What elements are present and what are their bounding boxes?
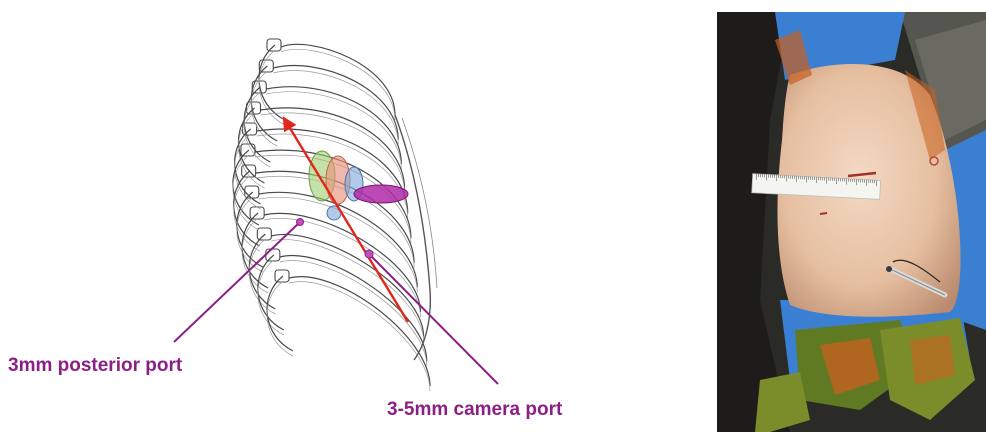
vertebra [267, 39, 281, 51]
vertebra [245, 186, 259, 198]
posterior-port-label: 3mm posterior port [8, 355, 183, 376]
camera-port-dot [365, 250, 373, 258]
rib-posterior [267, 276, 293, 351]
incision-mid [820, 213, 827, 214]
rib-anterior [280, 256, 427, 362]
rib-anterior [264, 213, 420, 312]
vertebra [257, 228, 271, 240]
posterior-port-dot [297, 219, 304, 226]
rib-anterior [281, 44, 395, 115]
rib-anterior [273, 66, 398, 140]
vertebra [250, 207, 264, 219]
surgical-photo [717, 12, 986, 432]
vertebra [275, 270, 289, 282]
port-markers [174, 219, 498, 385]
vertebra [266, 249, 280, 261]
vertebra [241, 144, 255, 156]
camera-port-label: 3-5mm camera port [387, 399, 563, 420]
spine [241, 39, 289, 282]
camera-port-leader [369, 254, 498, 384]
rib-shading [281, 49, 395, 120]
magenta-ellipse [354, 185, 408, 203]
rib-shading [289, 282, 430, 391]
